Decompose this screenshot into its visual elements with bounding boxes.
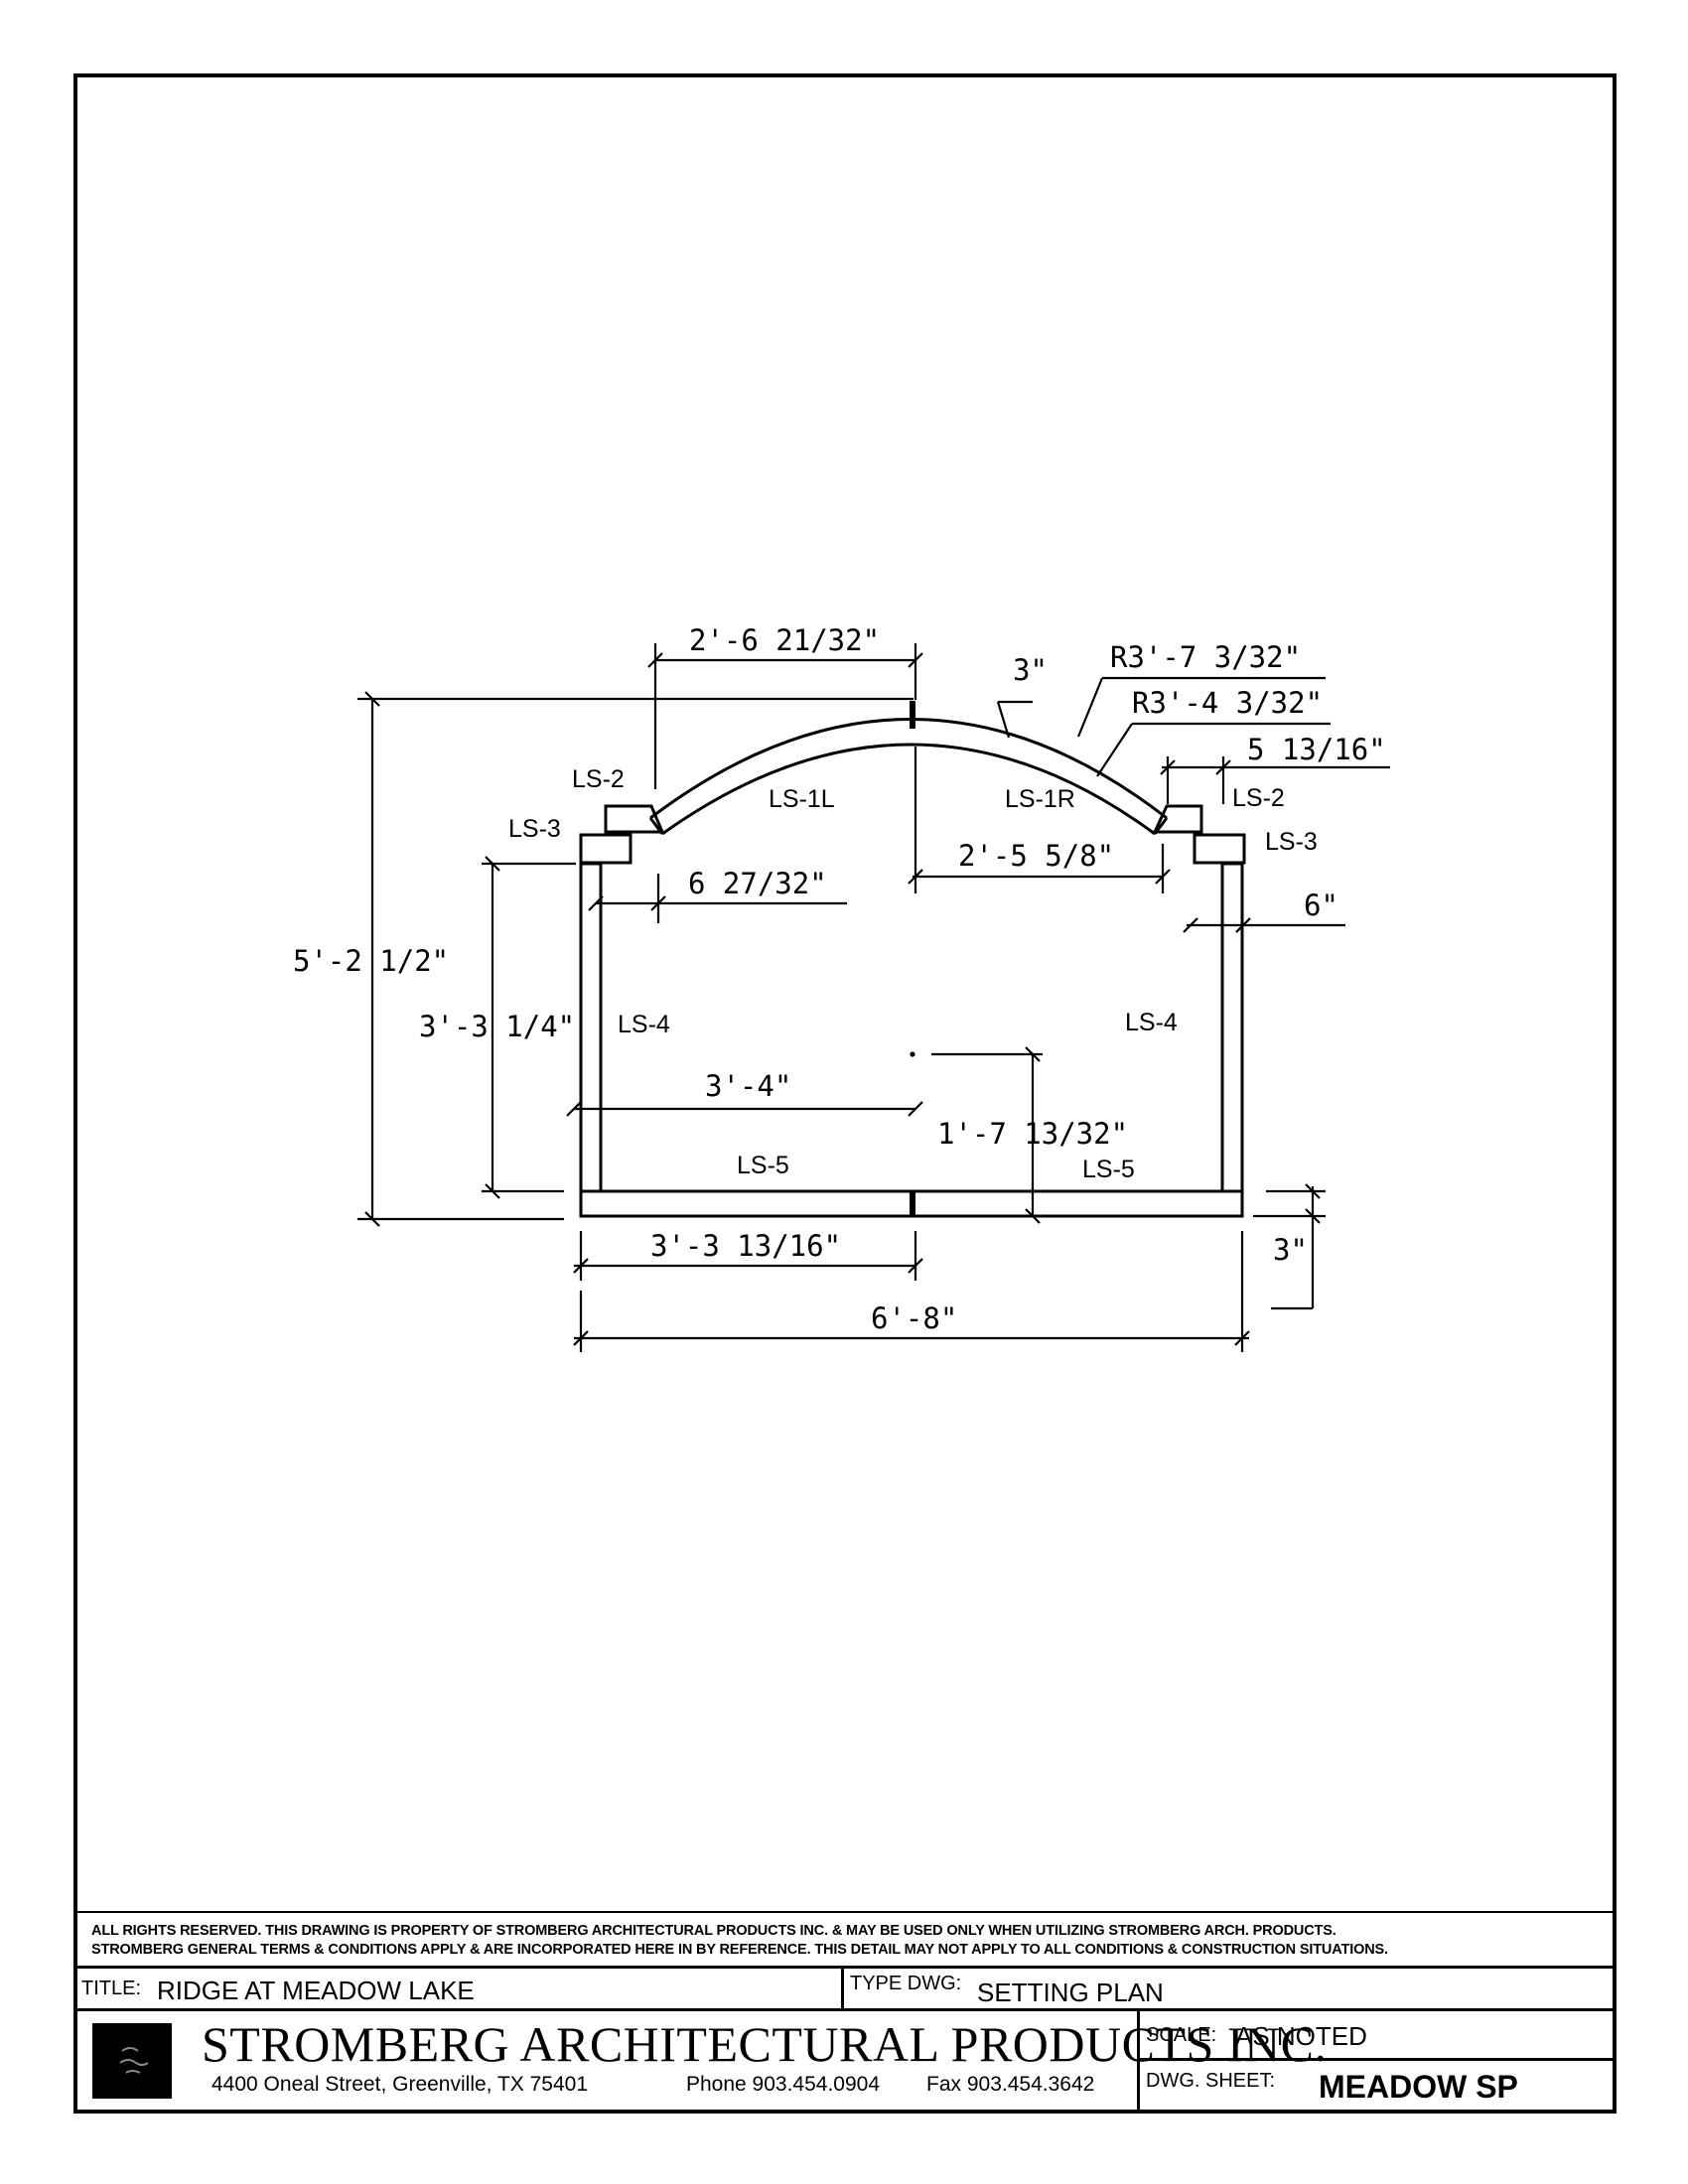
arch-inner-curve xyxy=(661,743,1156,836)
label-ls2-right: LS-2 xyxy=(1232,784,1285,812)
scale-caption: SCALE: xyxy=(1146,2024,1217,2046)
sheet-value: MEADOW SP xyxy=(1319,2069,1518,2105)
label-ls5-left: LS-5 xyxy=(737,1152,789,1179)
ls4-right-jamb xyxy=(1220,862,1244,1193)
dim-overall-height: 5'-2 1/2" xyxy=(293,944,449,978)
label-ls4-right: LS-4 xyxy=(1125,1009,1178,1036)
sheet-caption: DWG. SHEET: xyxy=(1146,2070,1276,2092)
dim-arch-right-width: 2'-5 5/8" xyxy=(958,839,1114,873)
dim-center-height: 1'-7 13/32" xyxy=(937,1117,1128,1151)
dim-outer-radius: R3'-7 3/32" xyxy=(1110,640,1301,674)
company-row: STROMBERG ARCHITECTURAL PRODUCTS INC. 44… xyxy=(77,2011,1613,2110)
company-fax: Fax 903.454.3642 xyxy=(926,2073,1095,2096)
dim-thickness-top: 3" xyxy=(1013,653,1048,687)
dim-overall-width: 6'-8" xyxy=(871,1301,957,1335)
scale-cell: SCALE: AS NOTED xyxy=(1140,2011,1613,2061)
company-address: 4400 Oneal Street, Greenville, TX 75401 xyxy=(211,2073,589,2096)
dim-half-span: 3'-4" xyxy=(705,1069,791,1103)
dim-ls3-offset: 6 27/32" xyxy=(688,867,827,900)
label-ls3-right: LS-3 xyxy=(1265,828,1318,856)
title-row: TITLE: RIDGE AT MEADOW LAKE TYPE DWG: SE… xyxy=(77,1966,1613,2011)
dim-opening-height: 3'-3 1/4" xyxy=(419,1010,575,1043)
ls2-left-block xyxy=(604,804,665,834)
dimension-texts: 2'-6 21/32" 3" R3'-7 3/32" R3'-4 3/32" 5… xyxy=(293,623,1386,1335)
type-cell: TYPE DWG: SETTING PLAN xyxy=(844,1969,1613,2008)
ls4-left-jamb xyxy=(579,862,603,1193)
legal-notes: ALL RIGHTS RESERVED. THIS DRAWING IS PRO… xyxy=(77,1911,1613,1966)
label-ls2-left: LS-2 xyxy=(572,765,625,793)
notes-line-2: STROMBERG GENERAL TERMS & CONDITIONS APP… xyxy=(91,1942,1388,1958)
dim-sill-thickness: 3" xyxy=(1273,1233,1308,1267)
ls3-left-block xyxy=(579,833,633,865)
label-ls4-left: LS-4 xyxy=(618,1011,670,1038)
architectural-elements xyxy=(579,701,1246,1218)
sheet-border xyxy=(73,73,1617,2114)
company-logo xyxy=(92,2023,172,2099)
label-ls5-right: LS-5 xyxy=(1082,1156,1135,1183)
notes-line-1: ALL RIGHTS RESERVED. THIS DRAWING IS PRO… xyxy=(91,1923,1336,1939)
logo-icon xyxy=(119,2047,149,2074)
ls3-right-block xyxy=(1193,833,1246,865)
arch-outer-curve xyxy=(649,718,1168,820)
type-caption: TYPE DWG: xyxy=(850,1973,962,1994)
ls2-right-block xyxy=(1152,804,1203,834)
dim-arch-left-width: 2'-6 21/32" xyxy=(689,623,880,657)
sheet-cell: DWG. SHEET: MEADOW SP xyxy=(1140,2061,1613,2110)
title-value: RIDGE AT MEADOW LAKE xyxy=(157,1976,475,2005)
dim-sill-half: 3'-3 13/16" xyxy=(650,1229,841,1263)
type-value: SETTING PLAN xyxy=(977,1978,1164,2007)
title-caption: TITLE: xyxy=(81,1978,142,1999)
dim-ls2-width: 5 13/16" xyxy=(1247,733,1386,766)
company-phone: Phone 903.454.0904 xyxy=(686,2073,881,2096)
scale-value: AS NOTED xyxy=(1235,2021,1367,2051)
dim-ls4-width: 6" xyxy=(1304,888,1338,922)
label-ls3-left: LS-3 xyxy=(508,815,561,843)
label-ls1r: LS-1R xyxy=(1005,785,1075,813)
title-cell: TITLE: RIDGE AT MEADOW LAKE xyxy=(77,1969,844,2008)
company-cell: STROMBERG ARCHITECTURAL PRODUCTS INC. 44… xyxy=(77,2011,1327,2110)
dim-inner-radius: R3'-4 3/32" xyxy=(1132,686,1323,720)
label-ls1l: LS-1L xyxy=(769,785,835,813)
dimension-lines xyxy=(357,643,1390,1352)
company-name: STROMBERG ARCHITECTURAL PRODUCTS INC. xyxy=(202,2016,1328,2072)
piece-labels: LS-2 LS-3 LS-1L LS-1R LS-2 LS-3 LS-4 LS-… xyxy=(508,765,1318,1183)
